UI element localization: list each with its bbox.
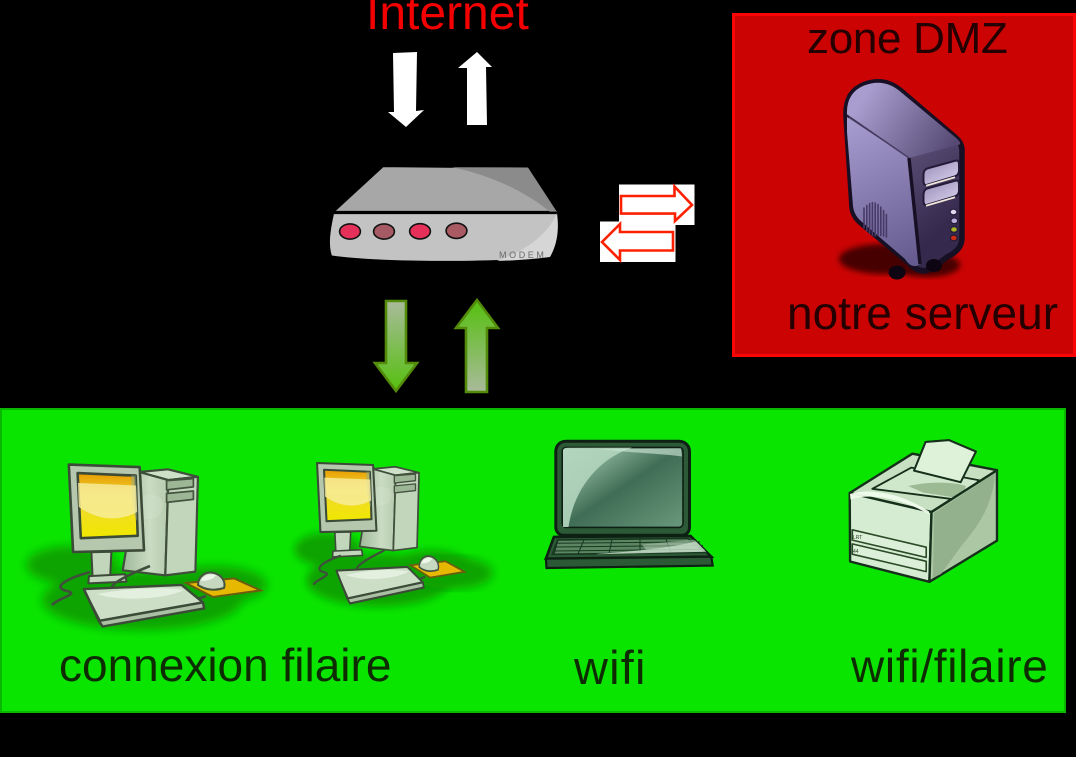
svg-text:44: 44 [853,549,859,555]
svg-text:MODEM: MODEM [499,250,547,260]
svg-text:LRT: LRT [853,535,862,541]
